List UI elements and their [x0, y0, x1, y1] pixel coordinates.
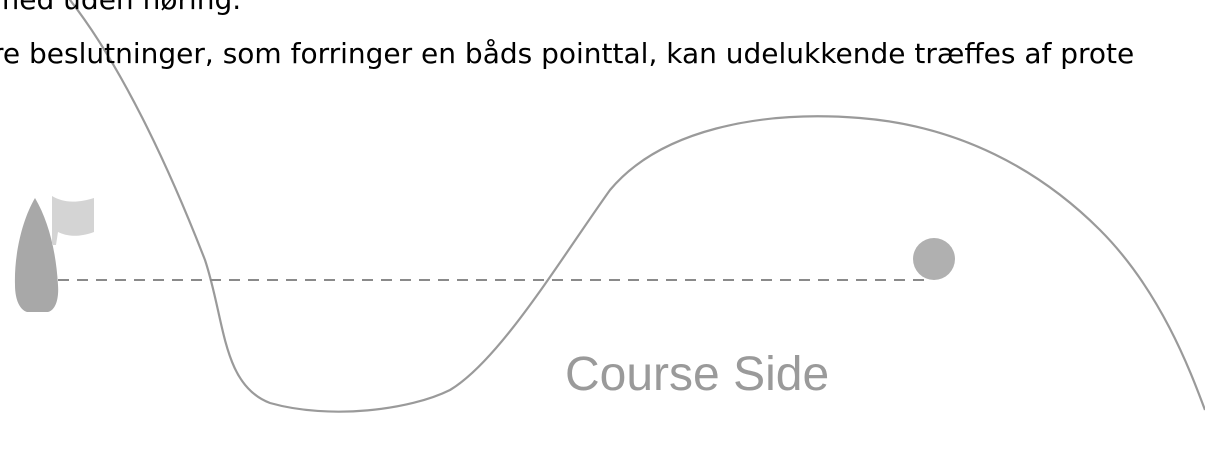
mark-icon — [913, 238, 955, 280]
boat-track — [68, 0, 1205, 413]
flag-icon — [52, 196, 94, 245]
text-line-2: re beslutninger, som forringer en båds p… — [0, 37, 1135, 70]
course-side-label: Course Side — [565, 348, 829, 401]
boat-icon — [14, 198, 59, 312]
text-line-1: med uden høring. — [0, 0, 241, 17]
